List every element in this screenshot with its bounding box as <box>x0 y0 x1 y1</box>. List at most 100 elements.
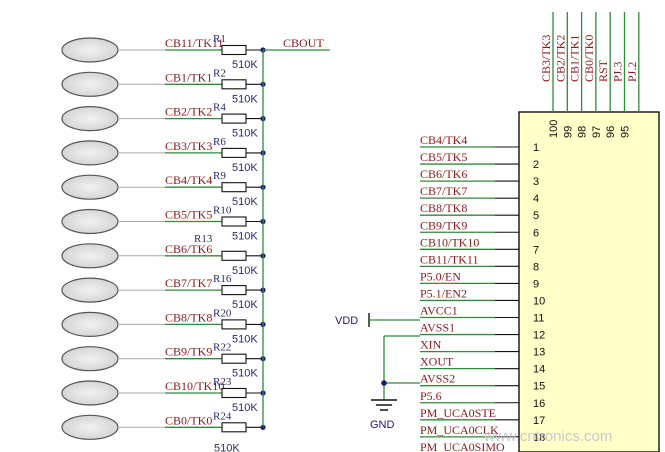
top-pin-number: 100 <box>548 120 560 138</box>
resistor-value: 510K <box>232 231 258 243</box>
resistor-icon <box>221 319 247 330</box>
top-pin-net: RST <box>596 59 610 82</box>
net-label: CB10/TK10 <box>165 379 224 393</box>
left-pin-net: PM_UCA0SIMO <box>420 440 505 452</box>
resistor-icon <box>221 79 247 90</box>
left-pin-net: XOUT <box>420 355 454 369</box>
top-pin-number: 97 <box>591 126 603 138</box>
resistor-icon <box>221 182 247 193</box>
chip-left-pin: P5.616 <box>420 389 545 410</box>
net-label: CB11/TK11 <box>165 36 223 50</box>
chip-left-pin: CB11/TK11 8 <box>420 252 539 273</box>
left-pin-number: 5 <box>533 210 539 222</box>
left-pin-number: 16 <box>533 398 545 410</box>
power-wiring: VDD GND <box>335 313 420 431</box>
left-pin-net: XIN <box>420 338 442 352</box>
left-pin-number: 2 <box>533 159 539 171</box>
gnd-symbol-icon <box>371 399 397 411</box>
touch-pad <box>61 277 119 303</box>
mcu-chip: CB3/TK3100CB2/TK299CB1/TK198CB0/TK097RST… <box>420 12 660 452</box>
resistor-value: 510K <box>232 368 258 380</box>
top-pin-net: CB2/TK2 <box>553 35 567 82</box>
top-pin-number: 96 <box>605 126 617 138</box>
resistor-icon <box>221 44 247 56</box>
left-pin-net: P5.1/EN2 <box>420 286 467 300</box>
left-pin-number: 10 <box>533 295 545 307</box>
top-pin-number: 95 <box>620 126 632 138</box>
left-pin-number: 11 <box>533 313 544 325</box>
chip-left-pin: PM_UCA0STE 17 <box>420 406 545 427</box>
left-pin-net: CB6/TK6 <box>420 167 467 181</box>
chip-left-pin: P5.1/EN2 10 <box>420 286 545 307</box>
resistor-name: R23 <box>213 376 232 388</box>
cbout-label: CBOUT <box>283 36 324 50</box>
resistor-icon <box>221 422 247 433</box>
net-label: CB8/TK8 <box>165 310 212 324</box>
touch-pad <box>61 105 119 132</box>
resistor-name: R4 <box>213 102 226 114</box>
resistor-value: 510K <box>232 162 258 174</box>
resistor-name: R20 <box>213 307 232 319</box>
resistor-value: 510K <box>232 93 258 105</box>
chip-left-pin: P5.0/EN9 <box>420 269 539 290</box>
touch-pad <box>61 311 119 337</box>
left-pin-net: CB11/TK11 <box>420 252 478 266</box>
resistor-name: R9 <box>213 170 226 182</box>
left-pin-number: 9 <box>533 278 539 290</box>
resistor-icon <box>221 147 247 158</box>
resistor-name: R24 <box>213 410 232 422</box>
left-pin-net: CB4/TK4 <box>420 133 467 147</box>
resistor-icon <box>221 285 247 296</box>
vdd-label: VDD <box>335 315 358 327</box>
resistor-value: 510K <box>232 299 258 311</box>
net-label: CB4/TK4 <box>165 173 212 187</box>
chip-left-pin: CB8/TK8 5 <box>420 201 539 222</box>
left-pin-net: PM_UCA0STE <box>420 406 496 420</box>
touch-pad <box>61 174 119 200</box>
resistor-name: R10 <box>213 205 232 217</box>
resistor-icon <box>221 387 247 399</box>
left-pin-net: AVSS1 <box>420 321 455 335</box>
left-pin-net: CB8/TK8 <box>420 201 467 215</box>
gnd-junction <box>381 380 387 386</box>
resistor-name: R22 <box>213 342 231 354</box>
left-pin-number: 17 <box>533 415 545 427</box>
left-pin-net: CB7/TK7 <box>420 184 467 198</box>
left-pin-net: CB10/TK10 <box>420 235 479 249</box>
resistor-value: 510K <box>214 442 240 452</box>
touch-pad <box>61 346 119 372</box>
left-pin-net: PM_UCA0CLK <box>420 423 499 437</box>
left-pin-number: 8 <box>533 261 539 273</box>
touch-pad <box>61 37 119 63</box>
resistor-value: 510K <box>232 128 258 140</box>
net-label: CB6/TK6 <box>165 242 212 256</box>
gnd-label: GND <box>370 419 395 431</box>
touch-pad <box>61 243 119 269</box>
net-label: CB9/TK9 <box>165 345 212 359</box>
resistor-name: R16 <box>213 273 232 285</box>
net-label: CB5/TK5 <box>165 208 212 222</box>
left-pin-net: AVSS2 <box>420 372 455 386</box>
top-pin-net: CB0/TK0 <box>582 35 596 82</box>
chip-top-pin: PJ.395 <box>611 12 632 138</box>
resistor-name: R6 <box>213 136 226 148</box>
left-pin-number: 6 <box>533 227 539 239</box>
net-label: CB3/TK3 <box>165 139 212 153</box>
top-pin-number: 98 <box>577 126 589 138</box>
left-pin-number: 7 <box>533 244 539 256</box>
resistor-value: 510K <box>232 402 258 414</box>
